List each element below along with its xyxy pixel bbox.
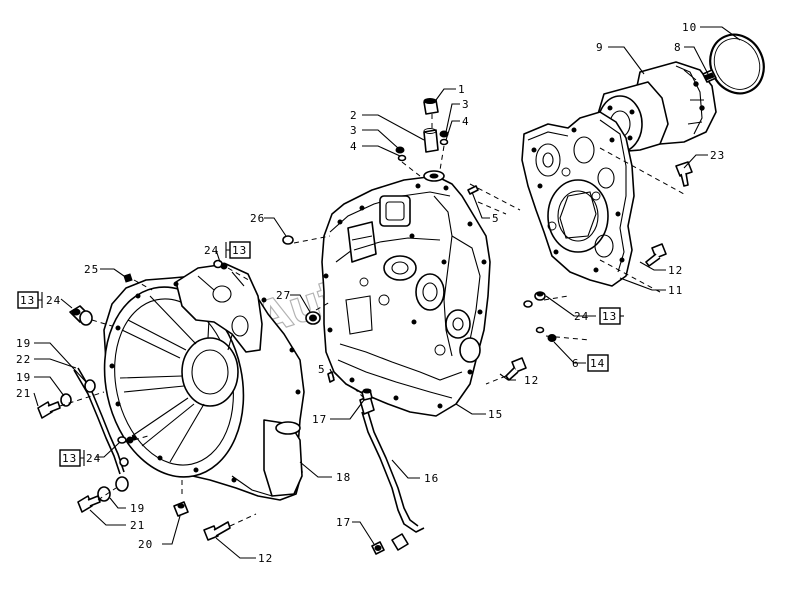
callout-5-top: 5 xyxy=(492,212,500,225)
callout-10: 10 xyxy=(682,21,697,34)
callout-13-bottom: 13 xyxy=(62,452,77,465)
plug-part-27 xyxy=(305,311,321,325)
callout-17-bottom: 17 xyxy=(336,516,351,529)
callout-19-b: 19 xyxy=(16,371,31,384)
callout-6: 6 xyxy=(572,357,580,370)
callout-11: 11 xyxy=(668,284,683,297)
oil-pipe-part-16 xyxy=(359,395,425,551)
screw-part-23 xyxy=(675,161,693,187)
callout-21-a: 21 xyxy=(16,387,31,400)
callout-13-left: 13 xyxy=(20,294,35,307)
sleeve-part-2 xyxy=(423,128,439,153)
leader-lines xyxy=(33,26,741,559)
callout-labels: 10 8 9 23 12 11 24 13 6 14 12 15 1 3 4 2… xyxy=(16,21,725,565)
plug-part-1 xyxy=(423,98,439,115)
screw-part-12-bottom xyxy=(203,521,231,541)
callout-8: 8 xyxy=(674,41,682,54)
callout-20: 20 xyxy=(138,538,153,551)
assembly-axis-lines xyxy=(59,114,685,527)
callout-14: 14 xyxy=(590,357,605,370)
callout-24-bottom: 24 xyxy=(86,452,101,465)
callout-boxes xyxy=(17,241,624,467)
washer-part-4-right xyxy=(439,138,449,146)
screw-part-12-center xyxy=(505,357,527,381)
nut-near-tube xyxy=(115,457,129,492)
washer-part-19-a xyxy=(84,379,96,393)
callout-3-left: 3 xyxy=(350,124,358,137)
fitting-part-17-bottom xyxy=(371,541,385,555)
callout-4-left: 4 xyxy=(350,140,358,153)
callout-26: 26 xyxy=(250,212,265,225)
callout-1: 1 xyxy=(458,83,466,96)
callout-23: 23 xyxy=(710,149,725,162)
callout-15: 15 xyxy=(488,408,503,421)
callout-27: 27 xyxy=(276,289,291,302)
callout-24-right: 24 xyxy=(574,310,589,323)
callout-13-right: 13 xyxy=(602,310,617,323)
callout-24-left: 24 xyxy=(46,294,61,307)
callout-25: 25 xyxy=(84,263,99,276)
callout-16: 16 xyxy=(424,472,439,485)
callout-19-a: 19 xyxy=(16,337,31,350)
screw-part-12-right xyxy=(645,243,667,267)
plug-part-20 xyxy=(173,501,189,517)
plug-part-25 xyxy=(123,273,133,283)
converter-housing-part-18 xyxy=(103,263,305,501)
boss-on-housing xyxy=(423,170,445,182)
callout-12-bottom: 12 xyxy=(258,552,273,565)
callout-2: 2 xyxy=(350,109,358,122)
plug-part-3-left xyxy=(395,146,405,154)
callout-13-top: 13 xyxy=(232,244,247,257)
washer-part-19-b xyxy=(60,393,72,407)
washer-part-4-left xyxy=(397,154,407,162)
transmission-housing-part-15 xyxy=(321,175,491,417)
callout-21-b: 21 xyxy=(130,519,145,532)
screw-part-21-a xyxy=(37,401,61,419)
seal-part-24-bottom xyxy=(117,436,134,444)
callout-9: 9 xyxy=(596,41,604,54)
rear-housing-part-11 xyxy=(521,111,635,287)
fitting-part-17-top xyxy=(361,388,373,401)
callout-3-right: 3 xyxy=(462,98,470,111)
plug-part-24-left xyxy=(69,305,93,326)
plug-part-6 xyxy=(547,334,557,342)
callout-22: 22 xyxy=(16,353,31,366)
washer-near-housing xyxy=(523,300,545,334)
seal-part-24-top xyxy=(213,259,228,270)
callout-19-c: 19 xyxy=(130,502,145,515)
callout-4-right: 4 xyxy=(462,115,470,128)
screw-part-8 xyxy=(702,69,717,83)
callout-12-right: 12 xyxy=(668,264,683,277)
screw-part-21-b xyxy=(77,495,101,513)
o-ring-part-26 xyxy=(282,235,294,245)
callout-18: 18 xyxy=(336,471,351,484)
callout-17-top: 17 xyxy=(312,413,327,426)
callout-12-center: 12 xyxy=(524,374,539,387)
dowel-pin-part-5-top xyxy=(467,185,479,195)
callout-24-top: 24 xyxy=(204,244,219,257)
callout-5-bottom: 5 xyxy=(318,363,326,376)
seal-part-24-right xyxy=(534,291,546,301)
